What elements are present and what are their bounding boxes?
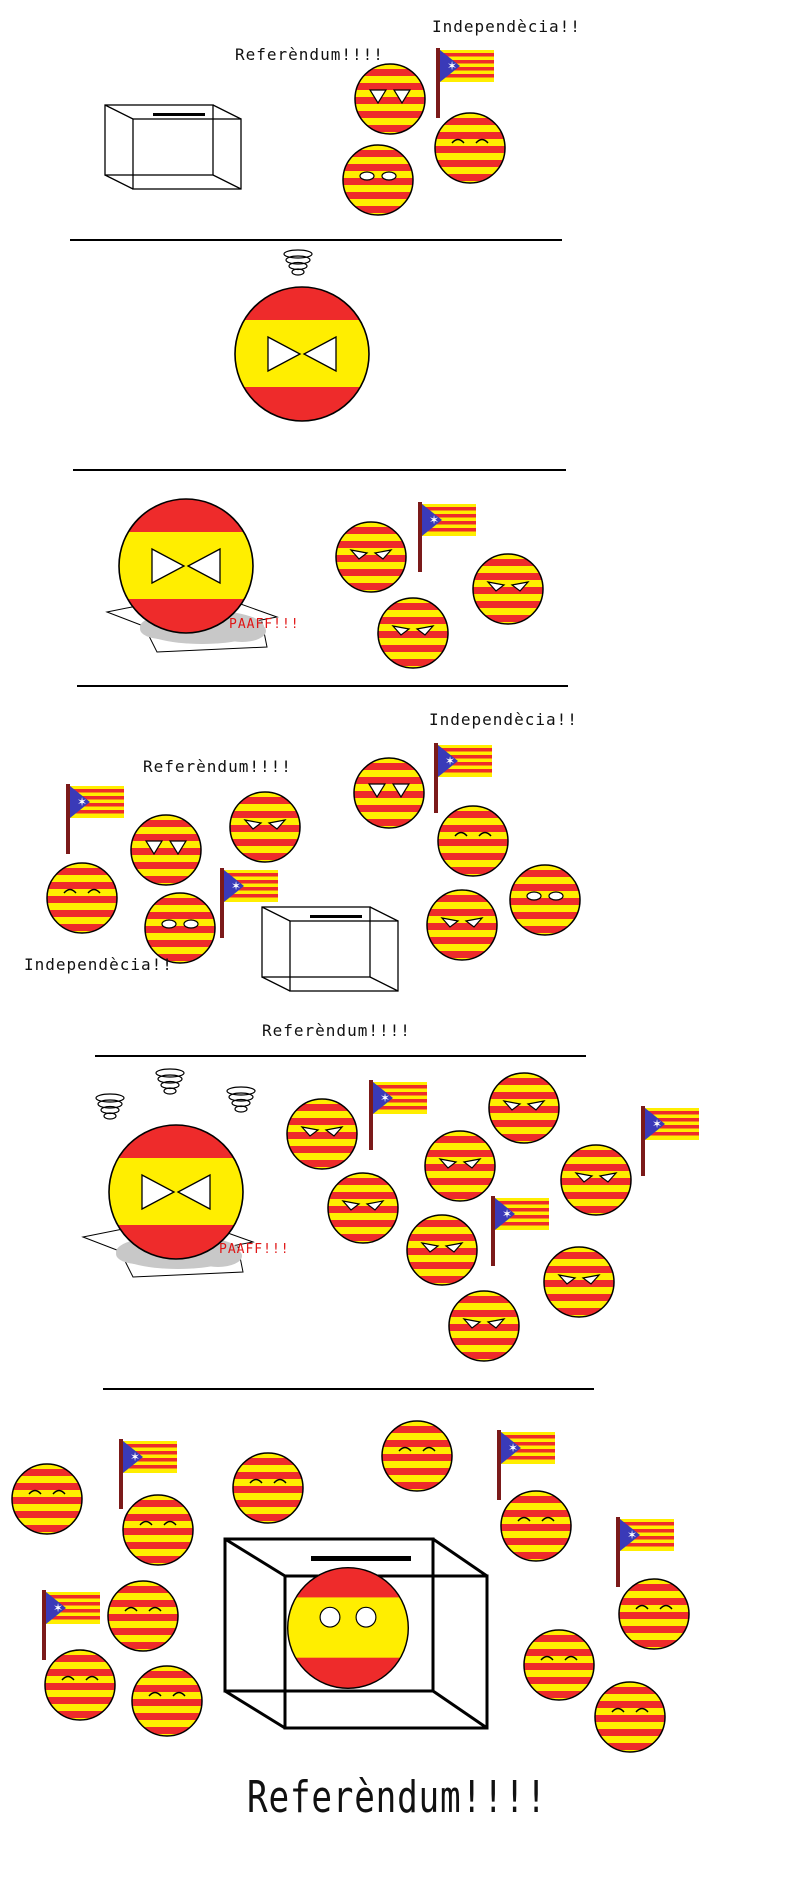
panel-6: [11, 1420, 690, 1753]
ballot-slot: [311, 1556, 411, 1561]
catalan-ball: [509, 864, 581, 936]
dizzy-scribble-icon: [95, 1093, 125, 1120]
catalan-ball: [434, 112, 506, 184]
spain-ball-trapped: [287, 1567, 409, 1689]
estelada-flag-icon: [616, 1517, 674, 1587]
dizzy-scribble-icon: [283, 249, 313, 276]
catalan-ball: [500, 1490, 572, 1562]
catalan-ball: [488, 1072, 560, 1144]
speech-referendum: Referèndum!!!!: [262, 1021, 411, 1040]
spain-ball: [234, 286, 370, 422]
speech-independencia: Independècia!!: [429, 710, 578, 729]
catalan-ball: [424, 1130, 496, 1202]
catalan-ball: [618, 1578, 690, 1650]
catalan-ball: [122, 1494, 194, 1566]
estelada-flag-icon: [418, 502, 476, 572]
catalan-ball: [560, 1144, 632, 1216]
catalan-ball: [377, 597, 449, 669]
catalan-ball: [144, 892, 216, 964]
estelada-flag-icon: [434, 743, 492, 813]
catalan-ball: [381, 1420, 453, 1492]
catalan-ball: [472, 553, 544, 625]
catalan-ball: [229, 791, 301, 863]
spain-ball: [108, 1124, 244, 1260]
speech-independencia: Independècia!!: [24, 955, 173, 974]
catalan-ball: [523, 1629, 595, 1701]
catalan-ball: [543, 1246, 615, 1318]
panel-1: [70, 48, 562, 241]
catalan-ball: [286, 1098, 358, 1170]
panel-3: [77, 498, 568, 687]
speech-referendum: Referèndum!!!!: [235, 45, 384, 64]
big-caption-referendum: Referèndum!!!!: [247, 1772, 548, 1823]
ballot-box-icon: [261, 906, 399, 992]
catalan-ball: [46, 862, 118, 934]
catalan-ball: [426, 889, 498, 961]
estelada-flag-icon: [491, 1196, 549, 1266]
sfx-paaff: PAAFF!!!: [219, 1242, 290, 1257]
estelada-flag-icon: [369, 1080, 427, 1150]
catalan-ball: [594, 1681, 666, 1753]
catalan-ball: [406, 1214, 478, 1286]
catalan-ball: [130, 814, 202, 886]
estelada-flag-icon: [497, 1430, 555, 1500]
catalan-ball: [342, 144, 414, 216]
speech-independencia: Independècia!!: [432, 17, 581, 36]
catalan-ball: [107, 1580, 179, 1652]
spain-ball: [118, 498, 254, 634]
estelada-flag-icon: [42, 1590, 100, 1660]
catalan-ball: [327, 1172, 399, 1244]
ballot-box-icon: [104, 104, 242, 190]
catalan-ball: [354, 63, 426, 135]
catalan-ball: [448, 1290, 520, 1362]
panel-4: [46, 743, 586, 1057]
estelada-flag-icon: [220, 868, 278, 938]
estelada-flag-icon: [66, 784, 124, 854]
estelada-flag-icon: [641, 1106, 699, 1176]
panel-2: [73, 249, 566, 471]
sfx-paaff: PAAFF!!!: [229, 617, 300, 632]
dizzy-scribble-icon: [155, 1068, 185, 1095]
dizzy-scribble-icon: [226, 1086, 256, 1113]
panel-5: [82, 1068, 699, 1390]
catalan-ball: [11, 1463, 83, 1535]
ballot-box-front-edges: [224, 1576, 489, 1730]
speech-referendum: Referèndum!!!!: [143, 757, 292, 776]
catalan-ball: [131, 1665, 203, 1737]
estelada-flag-icon: [436, 48, 494, 118]
catalan-ball: [232, 1452, 304, 1524]
catalan-ball: [437, 805, 509, 877]
catalan-ball: [335, 521, 407, 593]
catalan-ball: [44, 1649, 116, 1721]
catalan-ball: [353, 757, 425, 829]
